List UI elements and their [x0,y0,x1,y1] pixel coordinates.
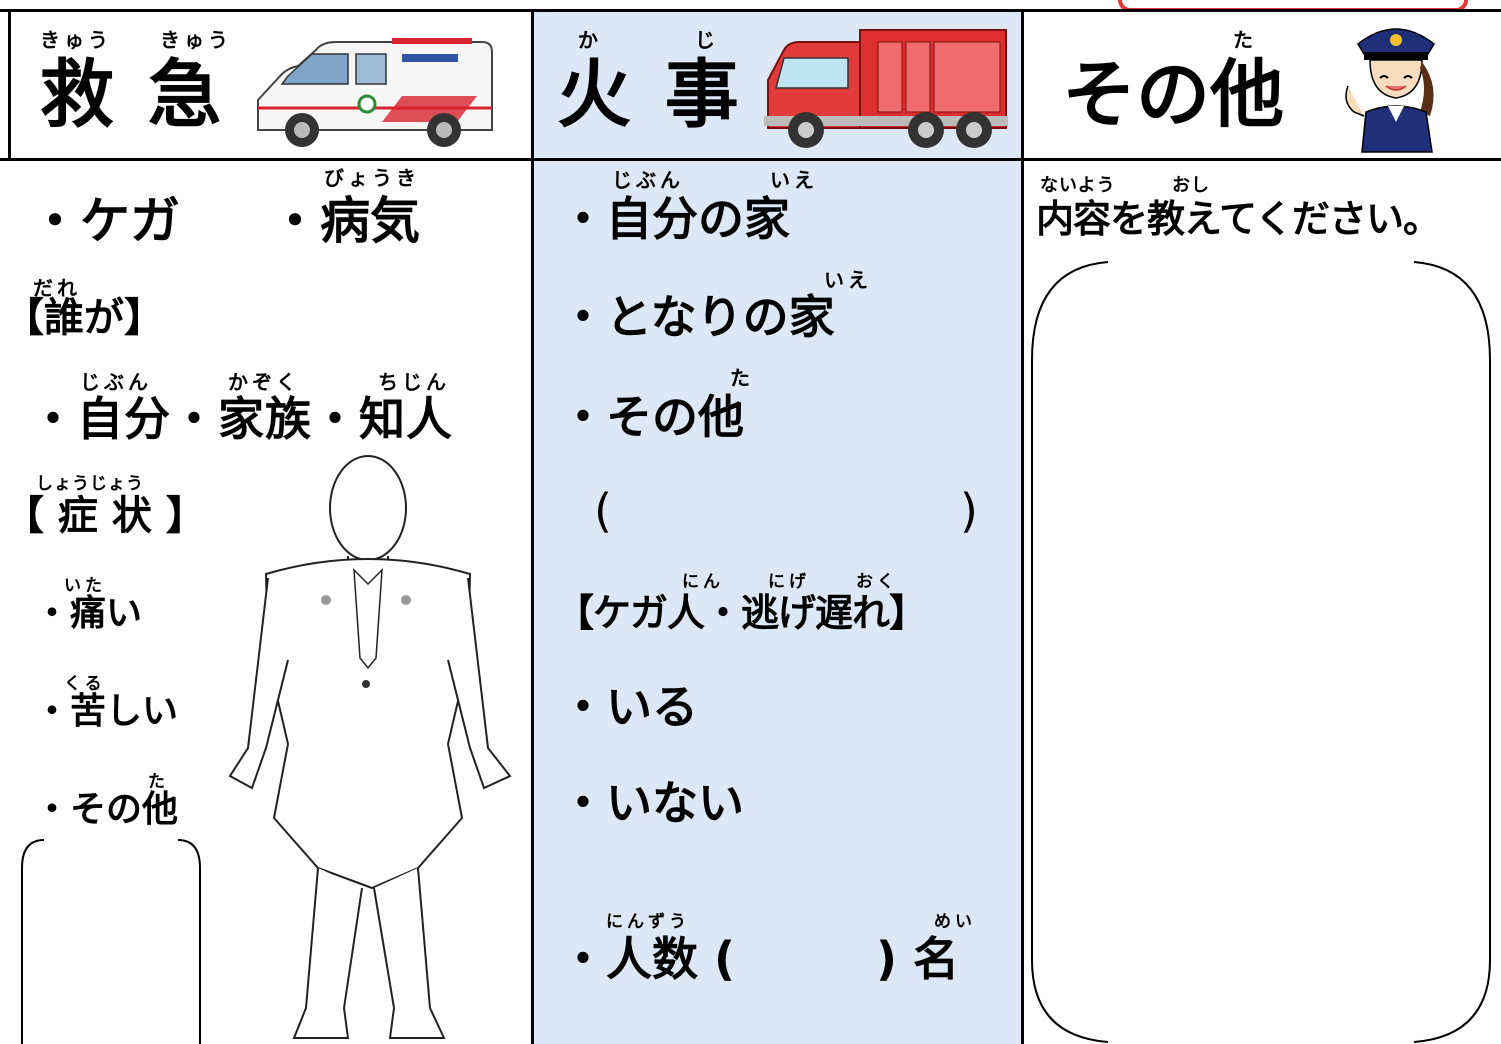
other-content-bracket [1031,261,1491,1043]
count-unit-ruby: めい [934,912,976,932]
other-header-ruby: た [1233,28,1257,52]
pain-option: ・痛い [34,593,143,634]
fire-own-home-option: ・自分の家 [560,192,790,246]
fire-other-option: ・その他 [560,390,744,444]
count-ruby: にんずう [606,912,690,932]
ambulance-icon [257,38,493,147]
fire-ruby-right: じ [695,28,719,52]
who-ruby-self: じぶん [80,370,152,394]
neighbor-ruby: いえ [824,268,872,292]
who-ruby: だれ [33,276,81,300]
who-ruby-acquaintance: ちじん [378,370,450,394]
other-header-title: その他 [1062,52,1284,138]
fire-other-paren-close: ) [960,484,978,538]
suffering-option: ・苦しい [34,691,179,732]
instruction-ruby-content: ないよう [1040,175,1116,196]
who-ruby-family: かぞく [228,370,300,394]
own-home-ruby-house: いえ [770,168,818,192]
other-instruction: 内容を教えてください。 [1036,197,1441,241]
fire-ruby-left: か [578,28,602,52]
fire-title: 火 事 [557,52,743,138]
who-heading: 【誰が】 [4,295,164,341]
fire-no-option: ・いない [560,776,744,830]
pain-ruby: いた [64,576,106,596]
column-divider-2 [1021,9,1024,1044]
fire-count-label: ・人数 ( [560,932,736,986]
own-home-ruby-self: じぶん [612,168,684,192]
emergency-ruby-left: きゅう [40,28,112,52]
who-options: ・自分・家族・知人 [30,392,453,446]
injured-ruby-escape: にげ [768,572,810,592]
top-border [0,9,1501,12]
left-border [8,9,11,161]
emergency-ruby-right: きゅう [160,28,232,52]
illness-option: ・病気 [270,192,420,250]
emergency-other-bracket [21,839,201,1044]
column-divider-1 [531,9,534,1044]
suffering-ruby: くる [64,674,106,694]
body-diagram-icon [228,455,512,1039]
emergency-other-ruby: た [148,772,169,792]
injury-option: ・ケガ [30,192,180,250]
symptoms-heading: 【 症 状 】 [4,493,206,539]
illness-ruby: びょうき [324,166,420,190]
police-officer-icon [1345,28,1435,153]
fire-count-unit: ) 名 [876,932,960,986]
instruction-ruby-teach: おし [1172,175,1210,196]
injured-ruby-late: おく [856,572,898,592]
fire-other-paren-open: ( [594,484,612,538]
fire-neighbor-option: ・となりの家 [560,290,835,344]
emergency-other-option: ・その他 [34,789,179,830]
header-divider [0,158,1501,161]
fire-other-ruby: た [730,366,754,390]
emergency-title: 救 急 [40,52,226,138]
injured-heading: 【ケガ人・逃げ遅れ】 [556,591,927,635]
fire-yes-option: ・いる [560,680,698,734]
symptoms-ruby: しょうじょう [36,474,144,494]
injured-ruby-person: にん [682,572,724,592]
fire-truck-icon [764,29,1008,148]
fire-column-background [533,10,1022,1044]
